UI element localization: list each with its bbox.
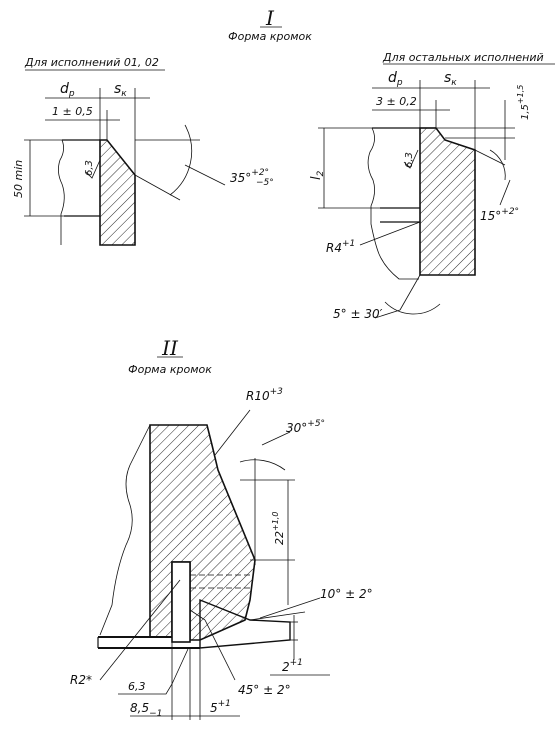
- s2-45-label: 45° ± 2°: [238, 683, 291, 697]
- s2-10-leader: [259, 597, 321, 619]
- left-roughness: 6,3: [84, 160, 95, 176]
- right-5-leader: [374, 309, 401, 319]
- right-s-label: sк: [444, 70, 457, 88]
- s2-r2-leader: [99, 579, 181, 681]
- s2-r10-label: R10+3: [246, 387, 283, 403]
- right-15-label: 15°+2°: [480, 207, 519, 223]
- s2-22-label: 22+1,0: [271, 512, 286, 545]
- right-15-arc: [489, 149, 506, 181]
- right-5-label: 5° ± 30′: [333, 307, 383, 321]
- left-tol-top: 1 ± 0,5: [52, 105, 93, 118]
- left-s-label: sк: [114, 81, 127, 99]
- right-detail: Для остальных исполнений dp sк 3 ± 0,2 1…: [309, 51, 555, 321]
- left-break-line: [58, 139, 65, 245]
- left-height-label: 50 min: [12, 160, 25, 198]
- section2-numeral: II: [161, 336, 179, 360]
- right-roughness: 6,3: [404, 152, 415, 168]
- s2-break-line: [99, 424, 151, 636]
- right-vert-tol: 1,5+1,5: [516, 85, 531, 120]
- right-5-ext: [399, 274, 421, 311]
- right-break-line: [367, 127, 419, 280]
- right-roughness-symbol: [403, 149, 419, 169]
- left-angle-leader: [184, 164, 226, 186]
- section2-subtitle: Форма кромок: [128, 363, 212, 376]
- right-tol-top: 3 ± 0,2: [376, 95, 417, 108]
- right-15-leader: [499, 179, 511, 206]
- right-5-arc: [384, 301, 441, 315]
- s2-30-leader: [261, 431, 291, 446]
- s2-10-label: 10° ± 2°: [320, 587, 373, 601]
- s2-roughness-symbol: [118, 648, 189, 695]
- section1-numeral: I: [265, 6, 275, 30]
- left-heading: Для исполнений 01, 02: [24, 56, 159, 69]
- s2-main-section: [149, 424, 256, 641]
- s2-stud: [171, 561, 191, 643]
- s2-5-label: 5+1: [210, 699, 231, 715]
- left-detail: Для исполнений 01, 02 dp sк 1 ± 0,5 50 m…: [12, 56, 274, 246]
- s2-r2-label: R2*: [70, 673, 92, 687]
- right-plate-section: [419, 127, 476, 276]
- left-angle-arc: [169, 124, 193, 196]
- s2-roughness: 6,3: [128, 680, 146, 693]
- right-d-label: dp: [388, 70, 403, 88]
- right-r4-leader: [359, 221, 421, 246]
- left-plate-section: [99, 139, 136, 246]
- s2-30-label: 30°+5°: [286, 419, 325, 435]
- s2-85-label: 8,5−1: [130, 701, 162, 719]
- left-roughness-symbol: [85, 159, 101, 179]
- left-angle-ext: [134, 174, 181, 201]
- s2-45-leader: [204, 619, 236, 681]
- section1-subtitle: Форма кромок: [228, 30, 312, 43]
- left-angle-label: 35°+2°: [230, 168, 269, 185]
- s2-r10-leader: [214, 409, 251, 456]
- right-15-ext: [474, 149, 506, 166]
- s2-lower-bevel: [199, 598, 291, 649]
- left-d-label: dp: [60, 81, 75, 99]
- section2-detail: R10+3 30°+5° 22+1,0 10° ± 2° 2+1 R2* 6,3…: [70, 387, 373, 720]
- s2-2-label: 2+1: [282, 658, 303, 674]
- s2-30-arc: [239, 459, 286, 471]
- right-heading: Для остальных исполнений: [382, 51, 544, 64]
- left-angle-minus: −5°: [256, 178, 274, 188]
- right-l2-label: l2: [309, 170, 326, 180]
- right-r4-label: R4+1: [326, 239, 355, 255]
- s2-10-ext: [249, 611, 306, 621]
- s2-45-ext: [189, 609, 206, 621]
